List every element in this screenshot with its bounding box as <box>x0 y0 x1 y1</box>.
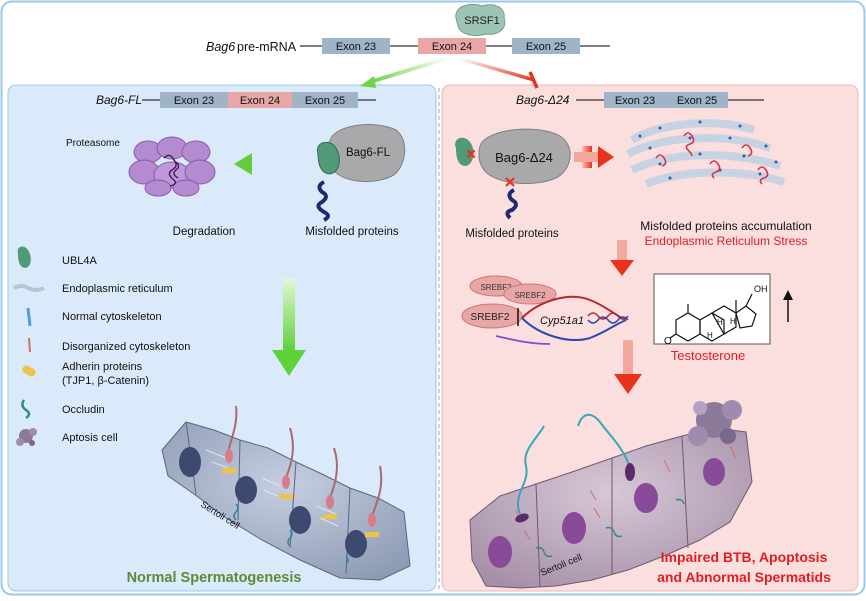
misfolded-protein-icon <box>316 180 330 222</box>
srsf1-icon <box>455 4 506 37</box>
accumulation-label: Misfolded proteins accumulation <box>640 219 811 233</box>
bag6-d24-label: Bag6-Δ24 <box>495 150 553 165</box>
red-down-arrow-2 <box>623 340 633 376</box>
legend-er-icon <box>13 284 45 292</box>
legend-label-5: Occludin <box>62 404 105 416</box>
block-x-icon-2 <box>505 177 515 187</box>
srebf2-label-0: SREBF2 <box>480 283 512 292</box>
h-label-2: H <box>730 317 736 326</box>
ubl4a-icon <box>316 141 340 175</box>
exon-25-label: Exon 25 <box>526 41 566 53</box>
legend-label-3: Disorganized cytoskeleton <box>62 341 190 353</box>
left-down-arrow <box>283 278 295 350</box>
block-x-icon <box>466 149 476 159</box>
normal-epithelium: Sertoli cell <box>161 405 411 581</box>
left-exon-25: Exon 25 <box>305 95 345 107</box>
legend-adherin-icon <box>22 365 36 377</box>
bag6-d24-protein: Bag6-Δ24 <box>455 128 571 220</box>
right-exon-23: Exon 23 <box>615 95 655 107</box>
legend-ubl4a-icon <box>17 246 31 268</box>
legend-label-2: Normal cytoskeleton <box>62 311 162 323</box>
srebf2-complex: SREBF2 SREBF2 SREBF2 <box>461 275 557 329</box>
right-exon-25: Exon 25 <box>677 95 717 107</box>
right-misfolded-icon <box>505 188 518 220</box>
splice-inhibit-arrow <box>457 56 535 82</box>
gene-name: Bag6 <box>206 40 235 54</box>
left-panel <box>7 84 437 592</box>
exon-25-box <box>512 38 580 54</box>
bag6-fl-protein: Bag6-FL <box>316 124 406 222</box>
h-label-1: H <box>707 331 713 340</box>
pre-mrna: Bag6 pre-mRNA Exon 23 Exon 24 Exon 25 SR… <box>206 4 610 54</box>
legend-label-1: Endoplasmic reticulum <box>62 283 173 295</box>
proteasome-label: Proteasome <box>66 138 120 149</box>
legend-apoptosis-icon <box>16 428 37 446</box>
dna-helix: Cyp51a1 <box>495 295 629 345</box>
left-construct: Bag6-FL Exon 23 Exon 24 Exon 25 <box>96 92 376 108</box>
legend-disorganized-cytoskeleton-icon <box>28 337 31 353</box>
legend: UBL4A Endoplasmic reticulum Normal cytos… <box>13 246 190 446</box>
left-construct-name: Bag6-FL <box>96 93 142 107</box>
testosterone-label: Testosterone <box>671 348 745 363</box>
splice-arrow-full <box>369 56 449 84</box>
oxygen-label: O <box>664 336 672 347</box>
legend-normal-cytoskeleton-icon <box>26 307 32 327</box>
red-down-arrow-1 <box>617 240 627 260</box>
legend-adherin-sub: (TJP1, β-Catenin) <box>62 375 149 387</box>
right-outcome-line2: and Abnormal Spermatids <box>657 569 831 585</box>
legend-occludin-icon <box>21 399 31 420</box>
exon-23-label: Exon 23 <box>336 41 376 53</box>
legend-label-0: UBL4A <box>62 255 98 267</box>
er-arrow-head <box>598 146 614 168</box>
bag6-fl-label: Bag6-FL <box>346 147 391 159</box>
apoptotic-cell-icon <box>688 400 742 446</box>
right-panel <box>441 84 859 592</box>
gene-suffix: pre-mRNA <box>237 40 297 54</box>
right-misfolded-label: Misfolded proteins <box>465 228 559 240</box>
srebf2-label-1: SREBF2 <box>514 291 546 300</box>
left-outcome: Normal Spermatogenesis <box>127 570 302 586</box>
abnormal-epithelium: Sertoli cell <box>469 400 753 589</box>
exon-23-box <box>322 38 390 54</box>
left-exon-23: Exon 23 <box>174 95 214 107</box>
legend-label-4: Adherin proteins <box>62 361 143 373</box>
left-misfolded-label: Misfolded proteins <box>305 226 399 238</box>
srsf1-label: SRSF1 <box>464 15 499 27</box>
right-outcome-line1: Impaired BTB, Apoptosis <box>661 549 828 565</box>
h-label-0: H <box>717 318 723 327</box>
er-stress-label: Endoplasmic Reticulum Stress <box>645 234 808 248</box>
right-construct-name: Bag6-Δ24 <box>516 93 570 107</box>
cyp51a1-label: Cyp51a1 <box>540 315 584 327</box>
exon-24-label: Exon 24 <box>432 41 472 53</box>
proteasome-icon: Proteasome <box>66 136 216 197</box>
left-exon-24: Exon 24 <box>240 95 280 107</box>
right-construct: Bag6-Δ24 Exon 23 Exon 25 <box>516 92 764 108</box>
legend-label-6: Aptosis cell <box>62 432 118 444</box>
right-ubl4a-icon <box>455 137 474 166</box>
degradation-label: Degradation <box>173 226 236 238</box>
er-icon <box>626 119 786 188</box>
srebf2-label-2: SREBF2 <box>471 312 510 323</box>
testosterone-structure: O OH H H H <box>653 273 771 347</box>
exon-24-box <box>418 38 486 54</box>
hydroxyl-label: OH <box>754 284 768 294</box>
